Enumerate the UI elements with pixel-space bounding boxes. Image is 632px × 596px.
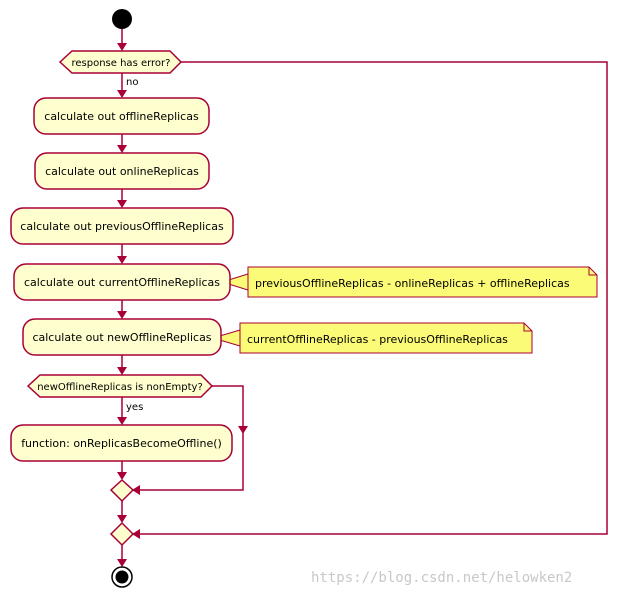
action-online-replicas-label: calculate out onlineReplicas [45, 165, 199, 178]
decision-nonempty-label: newOfflineReplicas is nonEmpty? [37, 382, 203, 393]
merge-node-outer [109, 521, 135, 547]
action-online-replicas [34, 152, 210, 190]
watermark: https://blog.csdn.net/helowken2 [311, 570, 572, 586]
edges [117, 29, 608, 567]
action-offline-replicas [33, 97, 210, 135]
action-previous-offline-replicas [10, 207, 234, 245]
decision-nonempty [26, 374, 214, 398]
start-node [112, 9, 132, 29]
action-on-replicas-become-offline [10, 424, 233, 462]
branch-no-label: no [126, 77, 138, 88]
decision-response-error-label: response has error? [72, 58, 171, 69]
action-previous-offline-replicas-label: calculate out previousOfflineReplicas [20, 220, 224, 233]
merge-node-inner [109, 478, 135, 503]
decision-response-error [58, 50, 183, 74]
action-offline-replicas-label: calculate out offlineReplicas [44, 110, 199, 123]
branch-yes-label: yes [126, 402, 143, 413]
note-current-formula-text: previousOfflineReplicas - onlineReplicas… [255, 277, 570, 290]
note-new-formula: currentOfflineReplicas - previousOffline… [239, 322, 533, 354]
action-new-offline-replicas-label: calculate out newOfflineReplicas [32, 331, 211, 344]
note-new-formula-text: currentOfflineReplicas - previousOffline… [247, 333, 508, 346]
note-current-formula: previousOfflineReplicas - onlineReplicas… [247, 266, 598, 298]
action-on-replicas-become-offline-label: function: onReplicasBecomeOffline() [21, 437, 222, 450]
action-new-offline-replicas [22, 318, 222, 356]
action-current-offline-replicas [13, 263, 231, 301]
action-current-offline-replicas-label: calculate out currentOfflineReplicas [24, 276, 220, 289]
end-node-core [115, 570, 129, 584]
